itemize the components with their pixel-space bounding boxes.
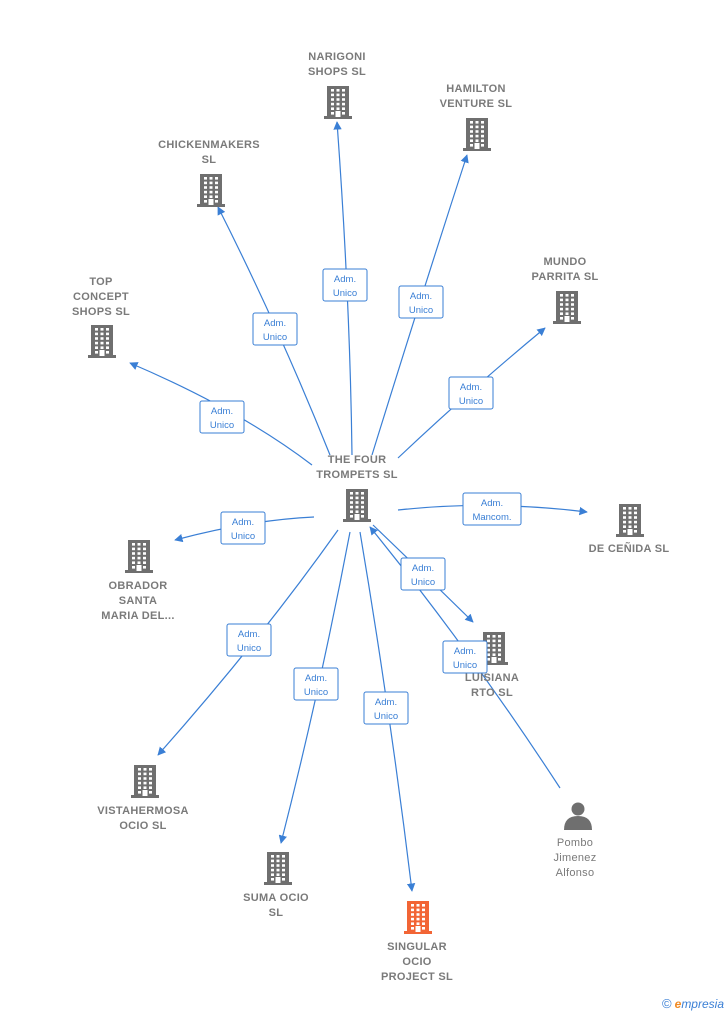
four-label[interactable]: THE FOUR TROMPETS SL [316, 454, 398, 481]
edge-label-four-singular[interactable]: Adm. Unico [363, 691, 409, 725]
node-label-line: Pombo [557, 837, 593, 849]
edge-label-four-top[interactable]: Adm. Unico [199, 400, 245, 434]
edge-label-four-luisiana[interactable]: Adm. Unico [400, 557, 446, 591]
edge-label-line: Mancom. [472, 512, 511, 523]
node-label-line: PROJECT SL [381, 971, 453, 983]
node-label-line: VISTAHERMOSA [97, 805, 188, 817]
node-label-line: SUMA OCIO [243, 892, 309, 904]
edge-label-line: Unico [374, 711, 398, 722]
edge-label-line: Adm. [481, 498, 503, 509]
node-label-line: TOP [89, 276, 112, 288]
copyright-symbol: © [662, 996, 672, 1011]
four-building-icon[interactable] [343, 489, 371, 522]
node-label-line: SHOPS SL [308, 66, 366, 78]
edge-label-line: Unico [263, 332, 287, 343]
edge-label-line: Adm. [264, 318, 286, 329]
edge-label-four-suma[interactable]: Adm. Unico [293, 667, 339, 701]
obrador-label[interactable]: OBRADOR SANTA MARIA DEL... [101, 580, 174, 622]
suma-label[interactable]: SUMA OCIO SL [243, 892, 309, 919]
edge-label-line: Adm. [454, 646, 476, 657]
obrador-building-icon[interactable] [125, 540, 153, 573]
node-label-line: CHICKENMAKERS [158, 139, 260, 151]
edge-label-four-vista[interactable]: Adm. Unico [226, 623, 272, 657]
brand-logo-letter: e [674, 997, 682, 1011]
edge-label-line: Unico [237, 643, 261, 654]
edge-label-line: Unico [459, 396, 483, 407]
edge-label-line: Adm. [305, 673, 327, 684]
edge-label-four-cenida[interactable]: Adm. Mancom. [462, 492, 522, 526]
node-label-line: SANTA [119, 595, 158, 607]
edge-label-line: Unico [304, 687, 328, 698]
narigoni-label[interactable]: NARIGONI SHOPS SL [308, 51, 366, 78]
edge-label-line: Unico [231, 531, 255, 542]
top-building-icon[interactable] [88, 325, 116, 358]
chicken-label[interactable]: CHICKENMAKERS SL [158, 139, 260, 166]
edge-label-line: Adm. [412, 563, 434, 574]
luisiana-building-icon[interactable] [480, 632, 508, 665]
brand-name: mpresia [681, 997, 724, 1011]
edge-label-line: Unico [411, 577, 435, 588]
node-label-line: DE CEÑIDA SL [589, 542, 670, 555]
node-label-line: SL [269, 907, 284, 919]
node-label-line: SINGULAR [387, 941, 447, 953]
edge-label-line: Adm. [375, 697, 397, 708]
suma-building-icon[interactable] [264, 852, 292, 885]
nodes-layer: THE FOUR TROMPETS SL NARIGONI SHOPS SL HAMIL… [72, 51, 669, 983]
edge-label-pombo-four[interactable]: Adm. Unico [442, 640, 488, 674]
node-label-line: RTO SL [471, 687, 513, 699]
edge-label-line: Unico [453, 660, 477, 671]
cenida-label[interactable]: DE CEÑIDA SL [589, 542, 670, 555]
pombo-person-icon[interactable] [564, 802, 592, 831]
node-label-line: NARIGONI [308, 51, 365, 63]
edge-label-line: Adm. [211, 406, 233, 417]
node-label-line: OBRADOR [109, 580, 168, 592]
edge-label-four-hamilton[interactable]: Adm. Unico [398, 285, 444, 319]
node-label-line: OCIO SL [119, 820, 166, 832]
node-label-line: MUNDO [543, 256, 586, 268]
node-label-line: CONCEPT [73, 291, 129, 303]
singular-building-icon[interactable] [404, 901, 432, 934]
node-label-line: MARIA DEL... [101, 610, 174, 622]
vista-label[interactable]: VISTAHERMOSA OCIO SL [97, 805, 188, 832]
edge-label-four-mundo[interactable]: Adm. Unico [448, 376, 494, 410]
narigoni-building-icon[interactable] [324, 86, 352, 119]
singular-label[interactable]: SINGULAR OCIO PROJECT SL [381, 941, 453, 983]
edge-label-four-obrador[interactable]: Adm. Unico [220, 511, 266, 545]
node-label-line: VENTURE SL [440, 98, 513, 110]
edge-label-line: Adm. [460, 382, 482, 393]
node-label-line: Alfonso [556, 867, 595, 879]
vista-building-icon[interactable] [131, 765, 159, 798]
edge-label-four-chicken[interactable]: Adm. Unico [252, 312, 298, 346]
brand-watermark: ©empresia [662, 996, 724, 1011]
hamilton-building-icon[interactable] [463, 118, 491, 151]
node-label-line: PARRITA SL [532, 271, 599, 283]
luisiana-label[interactable]: LUISIANA RTO SL [465, 672, 519, 699]
node-label-line: OCIO [402, 956, 431, 968]
cenida-building-icon[interactable] [616, 504, 644, 537]
edge-label-line: Adm. [410, 291, 432, 302]
node-label-line: LUISIANA [465, 672, 519, 684]
mundo-label[interactable]: MUNDO PARRITA SL [532, 256, 599, 283]
node-label-line: Jimenez [553, 852, 596, 864]
edge-label-line: Unico [333, 288, 357, 299]
node-label-line: TROMPETS SL [316, 469, 398, 481]
node-label-line: THE FOUR [328, 454, 387, 466]
node-label-line: SHOPS SL [72, 306, 130, 318]
edge-label-line: Unico [409, 305, 433, 316]
edge-label-line: Adm. [238, 629, 260, 640]
edge-label-four-narigoni[interactable]: Adm. Unico [322, 268, 368, 302]
node-label-line: SL [202, 154, 217, 166]
hamilton-label[interactable]: HAMILTON VENTURE SL [440, 83, 513, 110]
node-label-line: HAMILTON [446, 83, 505, 95]
mundo-building-icon[interactable] [553, 291, 581, 324]
edge-label-line: Adm. [232, 517, 254, 528]
edge-label-line: Unico [210, 420, 234, 431]
edge-label-line: Adm. [334, 274, 356, 285]
top-label[interactable]: TOP CONCEPT SHOPS SL [72, 276, 130, 318]
chicken-building-icon[interactable] [197, 174, 225, 207]
